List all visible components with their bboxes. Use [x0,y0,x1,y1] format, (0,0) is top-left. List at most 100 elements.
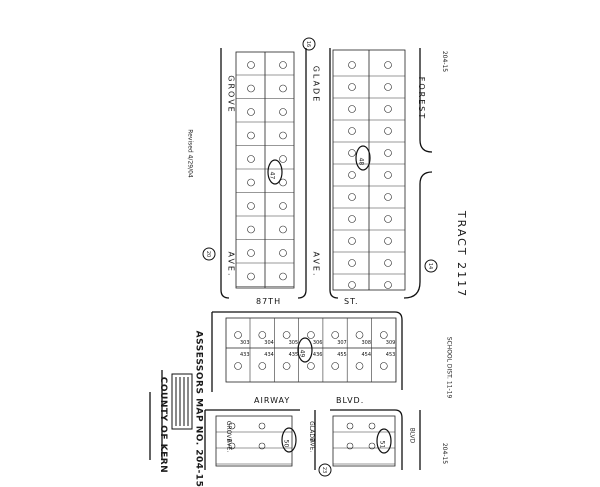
parcel-mark [384,149,392,157]
street-ave-bottom-left: AVE. [225,438,233,453]
street-grove-top: GROVE [226,75,236,114]
parcel-mark [307,331,315,339]
parcel-mark [247,272,255,281]
parcel-mark [247,155,255,163]
parcel-mark [384,237,392,245]
street-blvd-bottom: BLVD [408,427,416,444]
parcel-mark [346,422,354,430]
parcel-mark [282,331,291,339]
parcel-mark [348,215,356,223]
block-label-bottom-right: 51 [378,440,386,449]
parcel-mark [279,249,287,257]
parcel-mark [279,272,287,281]
parcel-mark [355,362,364,370]
parcel-mark [355,331,364,339]
parcel-mark [247,84,255,93]
circle-label-14: 14 [427,262,434,270]
parcel-mark [247,225,255,234]
street-forest: FOREST [417,76,427,121]
parcel-mark [247,178,255,187]
lot-number: 434 [264,352,274,358]
street-ave-left: AVE. [226,251,236,278]
parcel-mark [384,61,392,69]
lot-number: 433 [240,352,250,358]
parcel-mark [307,362,315,370]
lot-number: 308 [361,340,372,346]
parcel-mark [379,362,388,370]
parcel-mark [279,84,287,93]
parcel-mark [279,108,287,116]
circle-label-16: 16 [305,40,312,48]
parcel-mark [247,249,255,257]
parcel-mark [384,127,392,135]
parcel-mark [384,105,392,113]
parcel-mark [348,259,356,267]
parcel-mark [384,193,392,201]
parcel-mark [258,362,267,370]
lot-number: 306 [312,340,323,346]
tract-label: TRACT 2117 [455,210,469,299]
lot-number: 453 [385,352,396,358]
adjacent-map-top: 204-15 [441,50,449,73]
parcel-mark [279,178,287,187]
parcel-mark [384,259,392,267]
street-airway: AIRWAY [254,396,291,405]
parcel-mark [279,202,287,210]
parcel-mark [247,61,255,69]
county-title: COUNTY OF KERN [158,376,169,474]
parcel-mark [348,193,356,201]
lot-number: 435 [288,352,299,358]
block-label-bottom-left: 50 [282,439,290,448]
parcel-mark [279,155,287,163]
parcel-mark [279,131,287,140]
parcel-mark [279,61,287,69]
circle-label-23: 23 [321,466,328,474]
parcel-mark [228,442,236,450]
parcel-mark [234,331,242,339]
block-label-middle: 49 [298,349,306,358]
street-87th: 87TH [256,297,282,306]
parcel-mark [247,131,255,140]
parcel-mark [282,362,291,370]
lot-number: 307 [337,340,347,346]
parcel-mark [348,149,356,157]
school-district: SCHOOL DIST. 11-19 [445,336,453,399]
parcel-mark [331,362,340,370]
circle-label-20: 20 [205,250,212,258]
parcel-mark [384,171,392,179]
street-glade-top: GLADE [311,65,321,104]
parcel-mark [279,225,287,234]
parcel-mark [348,127,356,135]
street-blvd: BLVD. [336,396,365,405]
parcel-mark [348,83,356,91]
parcel-mark [348,281,356,289]
parcel-mark [348,105,356,113]
parcel-mark [384,83,392,91]
parcel-mark [368,422,376,430]
parcel-mark [258,331,267,339]
map-title: ASSESSORS MAP NO. 204-15 [193,330,204,487]
street-st: ST. [344,297,359,306]
street-ave-bottom-mid: AVE. [308,438,316,453]
lot-number: 305 [288,340,299,346]
parcel-mark [368,442,376,450]
parcel-mark [379,331,388,339]
revised-date: Revised 4/29/04 [186,129,194,178]
block-label-top-left: 47 [268,171,276,180]
lot-number: 454 [361,352,372,358]
parcel-mark [247,108,255,116]
parcel-mark [384,281,392,289]
parcel-mark [348,237,356,245]
street-ave-mid: AVE. [311,251,321,278]
block-label-top-right: 48 [357,157,365,166]
parcel-mark [258,422,266,430]
lot-number: 436 [312,352,323,358]
parcel-mark [346,442,354,450]
adjacent-map-bottom: 204-15 [441,442,449,465]
parcel-mark [348,171,356,179]
parcel-mark [348,61,356,69]
parcel-mark [247,202,255,210]
parcel-mark [228,422,236,430]
